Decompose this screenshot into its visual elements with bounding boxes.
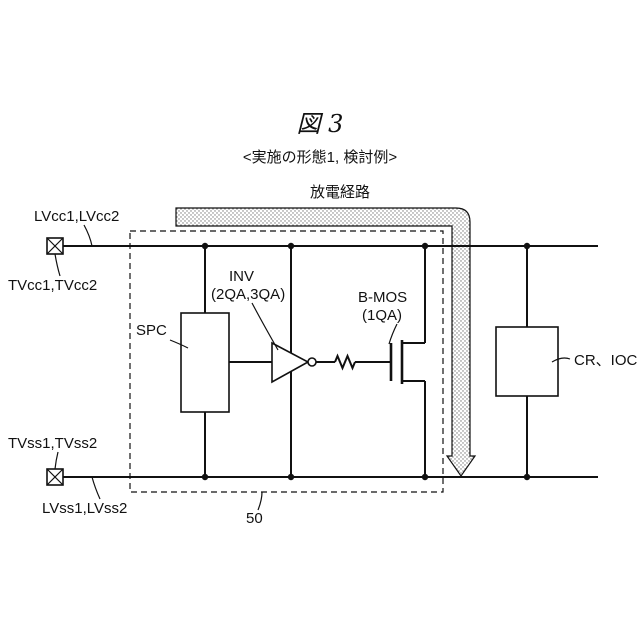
discharge-path-label: 放電経路 xyxy=(310,184,370,201)
figure-subtitle: <実施の形態1, 検討例> xyxy=(243,149,397,166)
lvss-label: LVss1,LVss2 xyxy=(42,500,127,517)
junction-dot xyxy=(422,474,428,480)
tvss-leader xyxy=(55,452,58,469)
junction-dot xyxy=(288,243,294,249)
reference-50-leader xyxy=(258,492,262,510)
lvcc-leader xyxy=(84,225,92,246)
cr-ioc-label: CR、IOC xyxy=(574,352,638,369)
mosfet-icon xyxy=(391,340,425,384)
bmos-label: B-MOS xyxy=(358,289,407,306)
spc-label: SPC xyxy=(136,322,167,339)
bmos-leader xyxy=(389,324,397,344)
tvcc-label: TVcc1,TVcc2 xyxy=(8,277,97,294)
cr-ioc-block xyxy=(496,327,558,396)
inv-leader xyxy=(252,303,278,350)
junction-dot xyxy=(202,243,208,249)
junction-dot xyxy=(202,474,208,480)
tvss-label: TVss1,TVss2 xyxy=(8,435,97,452)
inv-parts-label: (2QA,3QA) xyxy=(211,286,285,303)
reference-50-label: 50 xyxy=(246,510,263,527)
junction-dot xyxy=(422,243,428,249)
inverter-icon xyxy=(272,343,316,382)
junction-dot xyxy=(288,474,294,480)
bmos-part-label: (1QA) xyxy=(362,307,402,324)
vcc-terminal-icon xyxy=(47,238,63,254)
figure-title: 図 3 xyxy=(297,110,344,138)
lvcc-label: LVcc1,LVcc2 xyxy=(34,208,119,225)
lvss-leader xyxy=(92,477,100,499)
junction-dot xyxy=(524,474,530,480)
resistor-icon xyxy=(335,356,355,368)
vss-terminal-icon xyxy=(47,469,63,485)
junction-dot xyxy=(524,243,530,249)
tvcc-leader xyxy=(55,254,60,276)
spc-block xyxy=(181,313,229,412)
inv-label: INV xyxy=(229,268,254,285)
